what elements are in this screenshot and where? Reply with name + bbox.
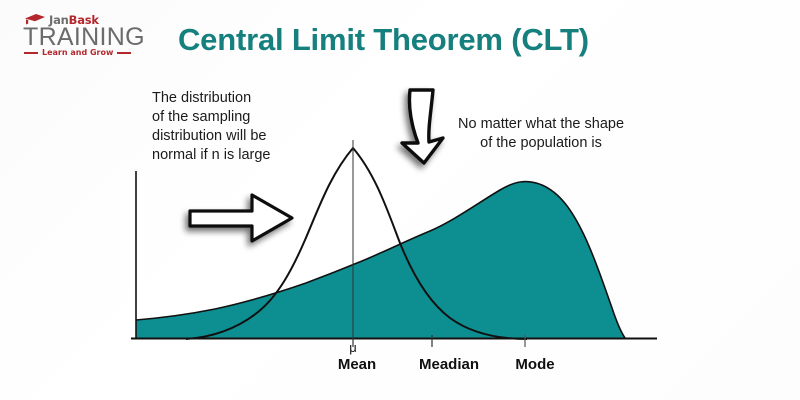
mu-symbol-label: μ [349,340,357,355]
tick-label-mean: Mean [337,356,377,373]
arrow-right-icon [188,193,294,243]
logo-bask: Bask [68,12,99,27]
population-distribution-outline [135,180,626,339]
logo-brand-main: TRAINING [23,23,145,51]
logo-rule-left [24,52,38,54]
logo-top-row: JanBask [24,12,142,26]
page-title: Central Limit Theorem (CLT) [178,22,589,57]
arrow-down-icon [400,88,445,165]
population-distribution-area [136,181,625,338]
logo-tagline-row: Learn and Grow [24,49,142,57]
tick-label-meadian: Meadian [418,356,480,373]
logo-tagline: Learn and Grow [42,48,114,57]
janbask-training-logo: JanBask TRAINING Learn and Grow [22,12,145,60]
logo-jan: Jan [49,12,69,27]
annotation-left-text: The distribution of the sampling distrib… [152,90,271,164]
graduation-cap-icon [25,14,45,25]
logo-brand-top: JanBask [49,12,99,27]
logo-rule-right [117,52,132,54]
tick-label-mode: Mode [515,356,555,373]
annotation-right-text: No matter what the shape of the populati… [458,116,625,152]
